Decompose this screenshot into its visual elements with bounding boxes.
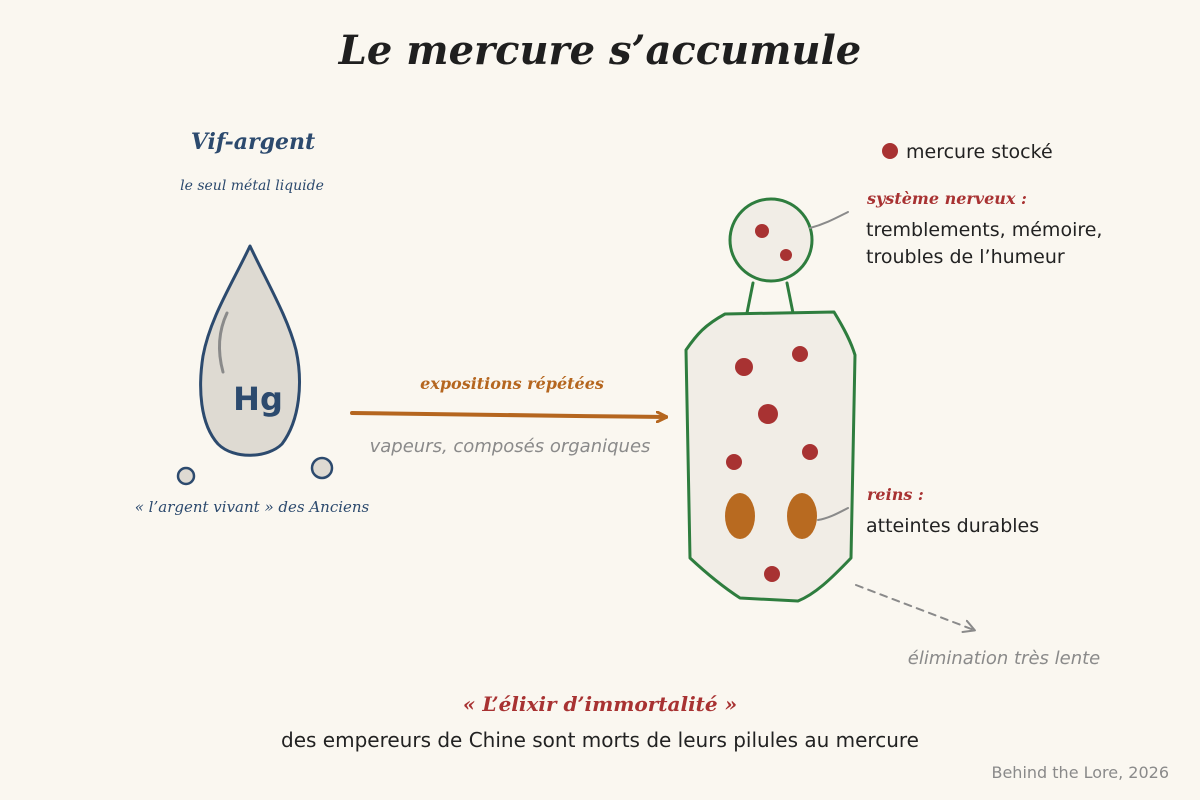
nervous-line-1: tremblements, mémoire, <box>866 219 1102 241</box>
mercury-drop-icon <box>199 244 301 457</box>
mercury-subheading: le seul métal liquide <box>180 178 324 194</box>
exposure-arrow <box>350 413 666 417</box>
mercury-heading: Vif-argent <box>191 129 315 155</box>
mercury-dot <box>726 454 742 470</box>
kidney-line-1: atteintes durables <box>866 515 1039 537</box>
mercury-dot <box>802 444 818 460</box>
mercury-dot <box>735 358 753 376</box>
nervous-annotation: système nerveux : tremblements, mémoire,… <box>809 189 1102 268</box>
nervous-leader-line <box>809 211 849 229</box>
elimination-label: élimination très lente <box>908 648 1101 669</box>
mercury-caption: « l’argent vivant » des Anciens <box>135 498 370 516</box>
drop-highlight <box>218 311 229 374</box>
bottom-quote: « L’élixir d’immortalité » <box>463 692 737 716</box>
legend-marker <box>882 143 898 159</box>
legend-label: mercure stocké <box>906 141 1053 163</box>
kidney-right-icon <box>787 493 817 539</box>
kidney-left-icon <box>725 493 755 539</box>
mercury-section: Vif-argent le seul métal liquide Hg « l’… <box>135 129 370 516</box>
small-droplet-right <box>310 456 334 480</box>
kidney-annotation: reins : atteintes durables <box>817 485 1039 537</box>
bottom-sentence: des empereurs de Chine sont morts de leu… <box>281 728 919 752</box>
arrow-label-bottom: vapeurs, composés organiques <box>370 436 651 457</box>
body-torso <box>684 310 857 603</box>
neck-right <box>785 281 795 315</box>
small-droplet-left <box>176 466 196 486</box>
elimination-group: élimination très lente <box>855 584 1101 669</box>
human-body <box>684 197 857 603</box>
mercury-dot <box>764 566 780 582</box>
mercury-dot <box>780 249 792 261</box>
body-head <box>728 197 814 283</box>
kidney-leader-line <box>817 507 849 521</box>
elimination-arrow <box>855 584 976 634</box>
credit: Behind the Lore, 2026 <box>991 763 1169 782</box>
mercury-deposits <box>726 224 818 582</box>
mercury-dot <box>758 404 778 424</box>
mercury-dot <box>792 346 808 362</box>
exposure-arrow-group: expositions répétées vapeurs, composés o… <box>350 374 666 457</box>
legend: mercure stocké <box>882 141 1053 163</box>
mercury-symbol: Hg <box>233 380 283 418</box>
neck-left <box>745 281 755 315</box>
kidney-title: reins : <box>867 485 924 504</box>
page-title: Le mercure s’accumule <box>338 27 861 74</box>
mercury-dot <box>755 224 769 238</box>
nervous-title: système nerveux : <box>866 189 1027 208</box>
arrow-label-top: expositions répétées <box>420 374 604 393</box>
nervous-line-2: troubles de l’humeur <box>866 246 1065 268</box>
